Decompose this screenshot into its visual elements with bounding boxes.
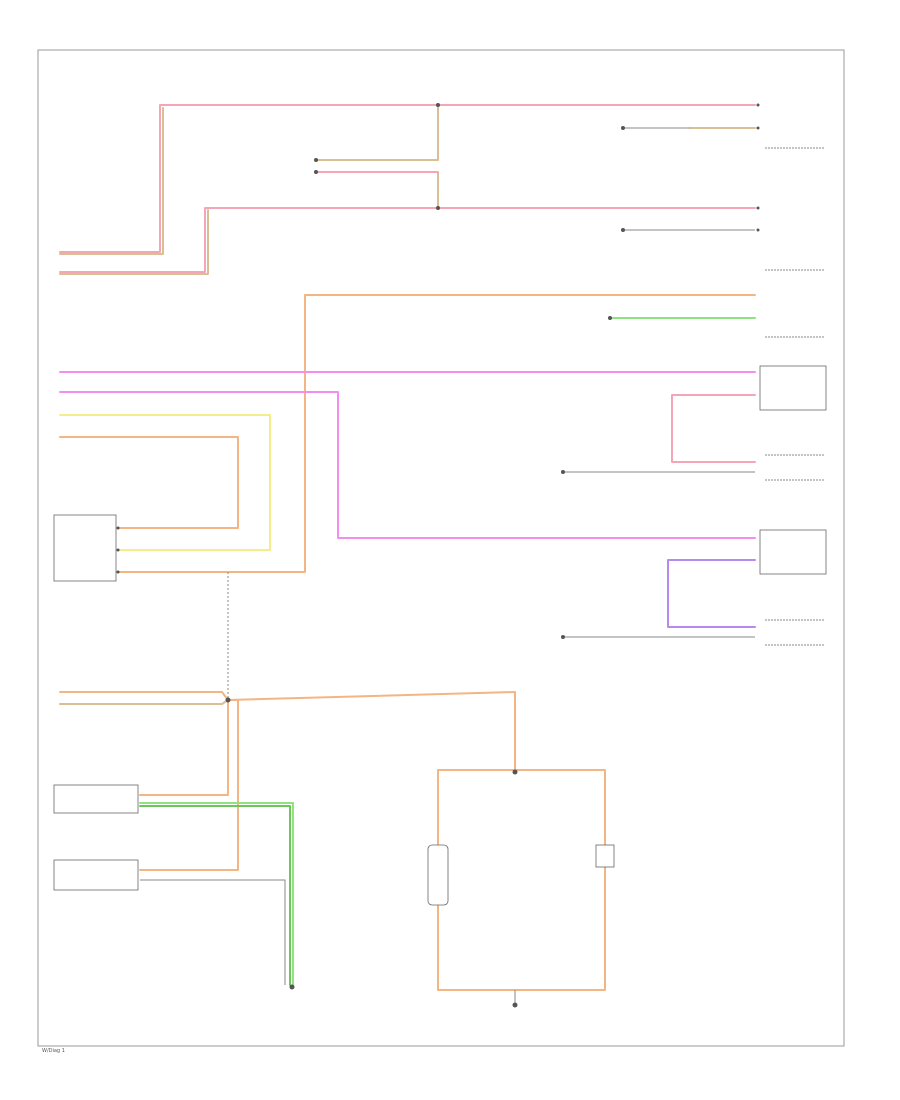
headlamp-pin-2 [116,548,120,552]
diagram-frame [37,49,845,1047]
footer-code: W/Diag 1 [42,1048,65,1054]
cluster-lamp [427,844,449,906]
wire-green-left-seat-ground-2 [139,805,291,986]
wire-tan-lower-2 [59,699,229,705]
wire-orange-headlamp [59,436,239,529]
overdrive-pin [608,316,612,320]
headlamp-pin-1 [116,526,120,530]
left-instrument-panel-ground [289,984,295,990]
right-seat-module [53,859,139,891]
passenger-heated-seat-switch [759,529,827,575]
wire-orange-lamp-left [437,769,516,991]
wire-orange-dimmer [231,294,756,573]
driver-heated-seat-switch [759,365,827,411]
splice-top-1 [436,103,440,107]
driver-ground-pin [561,470,565,474]
ground-pin-1 [621,126,625,130]
connector-pin-r3 [756,206,760,210]
wire-magenta-passenger [59,391,756,539]
headlamp-switch [53,514,117,582]
splice-lower [225,697,231,703]
cigar-lighter-lamp [595,844,615,868]
wire-yellow-headlamp [59,414,271,551]
connector-pin-r4 [756,228,760,232]
wire-orange-lamp-right [514,769,606,991]
wire-pink-feed-2 [59,207,756,273]
wire-orange-seat-left [139,699,229,796]
connector-pin-r1 [756,103,760,107]
wire-tan-feed-1 [59,107,164,255]
wire-pink-driver-return [671,394,756,463]
headlamp-pin-3 [116,570,120,574]
bottom-ground [512,1002,518,1008]
lamp-splice [512,769,518,775]
wire-green-left-seat-ground [139,802,294,986]
wire-pink-feed-1 [59,104,756,253]
connector-pin-r2 [756,126,760,130]
wire-tan-feed-2 [59,209,209,275]
ground-pin-2 [621,228,625,232]
wire-orange-seat-right [139,699,239,871]
wire-violet-passenger-return [667,559,756,628]
switch-pin-2 [314,170,318,174]
switch-pin-1 [314,158,318,162]
wire-gray-right-seat-ground [140,879,286,985]
passenger-ground-pin [561,635,565,639]
left-seat-module [53,784,139,814]
splice-top-2 [436,206,440,210]
